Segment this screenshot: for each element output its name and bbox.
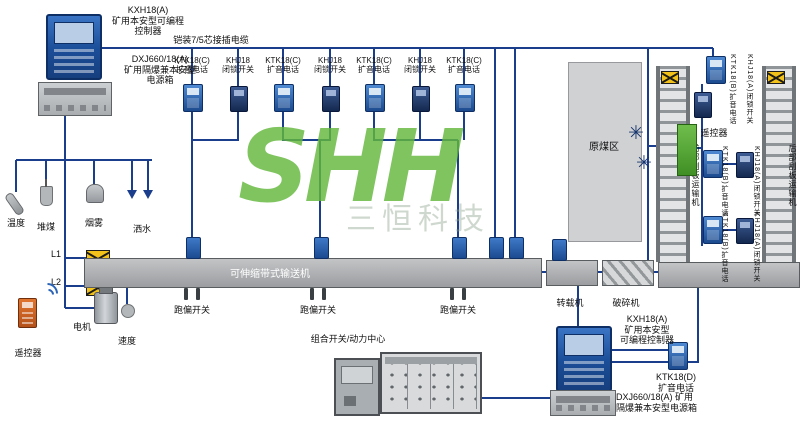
lock-switch-icon — [736, 152, 754, 178]
deviation-switch-icon — [309, 288, 327, 300]
deviation-switch-icon — [449, 288, 467, 300]
lock-switch-icon — [694, 92, 712, 118]
coal-pile-sensor-icon — [40, 179, 53, 206]
loudspeaker-phone-icon — [668, 342, 688, 370]
loudspeaker-phone-icon — [183, 84, 203, 112]
hazard-marker-icon — [767, 71, 785, 84]
loudspeaker-phone-icon — [703, 150, 723, 178]
right-remote-label: 遥控器 — [700, 128, 728, 138]
loudspeaker-phone-icon — [703, 216, 723, 244]
belt-junction-box-icon — [314, 237, 329, 259]
lock-switch-icon — [230, 86, 248, 112]
rear-scraper-conveyor — [762, 66, 796, 262]
bottom-controller-label: KXH18(A) 矿用本安型 可编程控制器 — [619, 314, 674, 346]
rear-belt-section — [658, 262, 800, 288]
bottom-power-label: DXJ660/18(A) 矿用 隔爆兼本安型电源箱 — [616, 392, 698, 413]
remote-control-icon — [18, 298, 37, 328]
transfer-machine — [546, 260, 598, 286]
speed-sensor-icon — [121, 304, 135, 318]
emergency-stop-star-icon: ✳ — [636, 153, 652, 174]
loudspeaker-phone-icon — [365, 84, 385, 112]
emergency-stop-star-icon: ✳ — [628, 123, 644, 144]
lock-switch-icon — [322, 86, 340, 112]
armored-cable-label: 铠装7/5芯接插电缆 — [173, 35, 249, 45]
flameproof-box — [334, 358, 380, 416]
raw-coal-area-label: 原煤区 — [589, 142, 619, 153]
right-phone-label: KTK18(B)扩音电话 — [721, 146, 728, 217]
plc-controller-label: KXH18(A) 矿用本安型可编程 控制器 — [111, 5, 184, 37]
right-switch-label: KHJ18(A)闭锁开关 — [753, 146, 760, 217]
speed-label: 速度 — [117, 336, 136, 346]
hazard-marker-icon — [661, 71, 679, 84]
water-spray-nozzle-icon — [143, 184, 153, 199]
top-device-label: KTK18(C) 扩音电话 — [174, 56, 210, 75]
belt-junction-box-icon — [552, 239, 567, 261]
watermark-brand-text: 三恒科技 — [346, 203, 490, 236]
plc-controller-device — [46, 14, 102, 80]
motor-label: 电机 — [72, 322, 91, 332]
power-box-label: DXJ660/18(A) 矿用隔爆兼本安型 电源箱 — [123, 54, 196, 86]
top-device-label: KHJ18 闭锁开关 — [404, 56, 436, 75]
water-spray-label: 洒水 — [132, 224, 151, 234]
top-device-label: KHJ18 闭锁开关 — [314, 56, 346, 75]
bottom-phone-label: KTK18(D) 扩音电话 — [655, 372, 696, 393]
right-phone-label: KTK18(B)扩音电话 — [721, 212, 728, 283]
top-device-label: KHJ18 闭锁开关 — [222, 56, 254, 75]
loudspeaker-phone-icon — [706, 56, 726, 84]
right-phone-label: KTK18(B)扩音电话 — [729, 54, 736, 125]
line2-label: L2 — [50, 277, 61, 287]
main-conveyor-belt — [84, 258, 542, 288]
lock-switch-icon — [736, 218, 754, 244]
deviation-switch-label: 跑偏开关 — [173, 305, 210, 315]
raw-coal-area — [568, 62, 642, 242]
water-spray-nozzle-icon — [127, 184, 137, 199]
crusher-machine — [602, 260, 654, 286]
loudspeaker-phone-icon — [455, 84, 475, 112]
line1-label: L1 — [50, 249, 61, 259]
belt-junction-box-icon — [489, 237, 504, 259]
remote-receiver-box — [677, 124, 697, 176]
coal-pile-label: 堆煤 — [36, 222, 55, 232]
deviation-switch-label: 跑偏开关 — [439, 305, 476, 315]
smoke-sensor-icon — [86, 184, 104, 203]
combination-switch-label: 组合开关/动力中心 — [310, 334, 386, 344]
crusher-label: 破碎机 — [612, 298, 640, 308]
transfer-label: 转载机 — [556, 298, 584, 308]
smoke-label: 烟雾 — [84, 218, 103, 228]
main-belt-label: 可伸缩带式输送机 — [230, 269, 310, 280]
power-center-cabinet — [380, 352, 482, 414]
deviation-switch-icon — [183, 288, 201, 300]
watermark-logo: SHH — [238, 108, 465, 225]
right-switch-label: KHJ18(A)闭锁开关 — [746, 54, 753, 125]
right-switch-label: KHJ18(A)闭锁开关 — [753, 212, 760, 283]
belt-junction-box-icon — [186, 237, 201, 259]
belt-junction-box-icon — [452, 237, 467, 259]
wireless-signal-icon — [32, 278, 63, 309]
lock-switch-icon — [412, 86, 430, 112]
top-device-label: KTK18(C) 扩音电话 — [356, 56, 392, 75]
rear-scraper-label: 后部刮板运输机 — [788, 144, 797, 207]
remote-control-label: 遥控器 — [14, 348, 42, 358]
deviation-switch-label: 跑偏开关 — [299, 305, 336, 315]
top-device-label: KTK18(C) 扩音电话 — [265, 56, 301, 75]
power-supply-box-device — [38, 82, 112, 116]
temperature-label: 温度 — [6, 218, 25, 228]
motor-icon — [94, 286, 118, 324]
top-device-label: KTK18(C) 扩音电话 — [446, 56, 482, 75]
belt-junction-box-icon — [509, 237, 524, 259]
loudspeaker-phone-icon — [274, 84, 294, 112]
plc-controller-device — [556, 326, 612, 392]
power-supply-box-device — [550, 390, 616, 416]
